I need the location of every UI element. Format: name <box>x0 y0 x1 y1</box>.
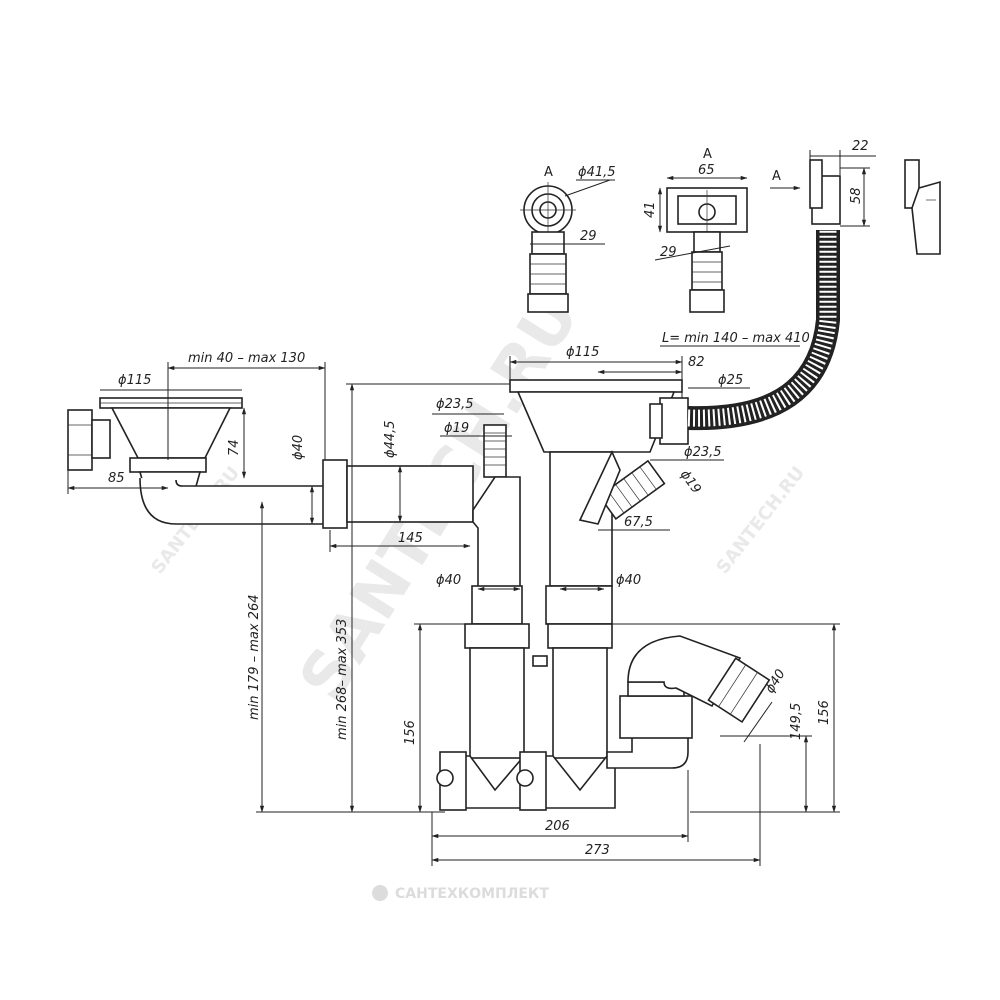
dim-d115-left: ϕ115 <box>118 373 151 388</box>
dim-overflow-height: 58 <box>849 187 864 204</box>
dim-273: 273 <box>585 843 610 858</box>
brand-logo: САНТЕХКОМПЛЕКТ <box>372 885 549 902</box>
view-a-right-dim: 29 <box>660 245 677 260</box>
dim-d40-b: ϕ40 <box>616 573 641 588</box>
dim-range-268-353: min 268– max 353 <box>335 619 350 740</box>
siphon-body <box>436 623 771 811</box>
dim-74: 74 <box>227 439 242 456</box>
dim-d19-right: ϕ19 <box>677 468 704 497</box>
corrugated-hose <box>687 159 841 431</box>
dim-d25: ϕ25 <box>718 373 743 388</box>
dim-149-5: 149,5 <box>789 703 804 740</box>
dimensions-middle: ϕ44,5 ϕ23,5 ϕ19 145 ϕ40 ϕ40 <box>329 397 641 592</box>
overflow-column <box>471 424 523 625</box>
dim-85: 85 <box>108 471 125 486</box>
view-a-left-dim: 29 <box>580 229 597 244</box>
dim-156-left: 156 <box>403 720 418 745</box>
dim-67-5: 67,5 <box>624 515 653 530</box>
view-a-right: A 65 41 29 <box>643 147 748 313</box>
view-a-left: A ϕ41,5 29 <box>520 165 616 313</box>
dim-d115-mid: ϕ115 <box>566 345 599 360</box>
dimensions-left-strainer: ϕ115 min 40 – max 130 74 ϕ40 85 <box>67 351 326 525</box>
dimensions-bottom: 206 273 <box>431 744 761 866</box>
dim-d23-5-top: ϕ23,5 <box>436 397 474 412</box>
dim-145: 145 <box>398 531 423 546</box>
view-arrow-a: A <box>770 169 801 191</box>
right-strainer <box>509 379 689 625</box>
watermark-small-right: SANTECH.RU <box>712 463 809 578</box>
dim-d19-top: ϕ19 <box>444 421 469 436</box>
view-a-left-label: A <box>544 165 553 180</box>
view-a-left-diameter: ϕ41,5 <box>578 165 616 180</box>
dim-d23-5-right: ϕ23,5 <box>684 445 722 460</box>
view-a-right-height: 41 <box>643 201 658 218</box>
dim-d40-outlet: ϕ40 <box>763 667 789 696</box>
overflow-grille-side <box>904 159 941 255</box>
dim-d44-5: ϕ44,5 <box>383 420 398 458</box>
view-arrow-a-label: A <box>772 169 781 184</box>
dim-overflow-width: 22 <box>852 139 869 154</box>
dim-range-40-130: min 40 – max 130 <box>188 351 305 366</box>
view-a-right-width: 65 <box>698 163 715 178</box>
dim-hose-length: L= min 140 – max 410 <box>662 331 810 346</box>
dimensions-heights-left: min 179 – max 264 min 268– max 353 156 <box>247 383 510 813</box>
dim-156-right: 156 <box>817 700 832 725</box>
dim-206: 206 <box>545 819 570 834</box>
dimensions-right-strainer: ϕ115 82 ϕ25 ϕ23,5 ϕ19 67,5 L= min 140 – … <box>509 331 810 531</box>
dim-d40-left: ϕ40 <box>291 435 306 460</box>
left-connecting-pipe <box>139 459 474 529</box>
dim-range-179-264: min 179 – max 264 <box>247 595 262 721</box>
left-strainer <box>67 397 243 491</box>
view-a-right-label: A <box>703 147 712 162</box>
overflow-dimensions: 22 58 <box>809 139 876 227</box>
brand-text: САНТЕХКОМПЛЕКТ <box>395 886 549 902</box>
dim-d40-a: ϕ40 <box>436 573 461 588</box>
dim-82: 82 <box>688 355 705 370</box>
